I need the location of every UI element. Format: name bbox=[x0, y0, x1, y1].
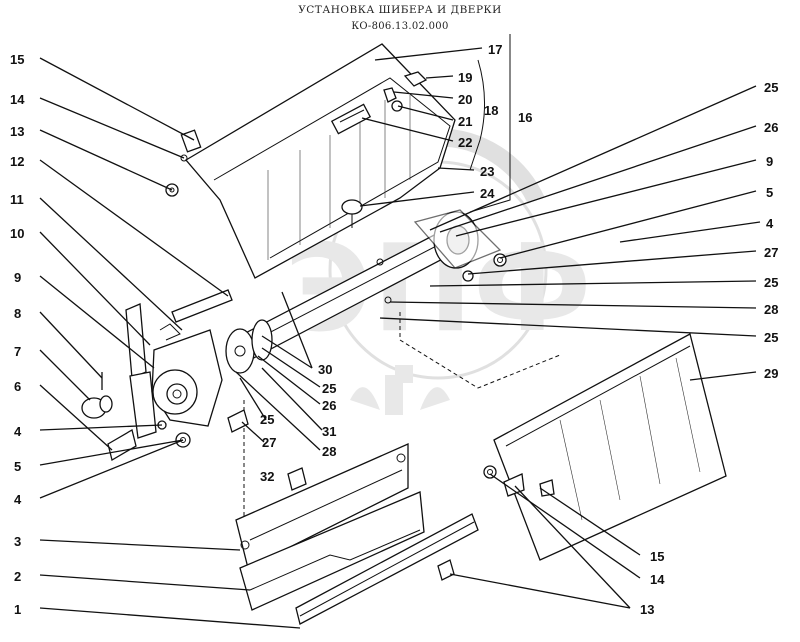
callout-23: 23 bbox=[480, 164, 494, 179]
callout-labels: 15 14 13 12 11 10 9 8 7 6 4 5 4 3 2 1 25… bbox=[10, 42, 778, 617]
callout-17: 17 bbox=[488, 42, 502, 57]
callout-13-left: 13 bbox=[10, 124, 24, 139]
callout-3: 3 bbox=[14, 534, 21, 549]
callout-5-left: 5 bbox=[14, 459, 21, 474]
callout-13-bottom: 13 bbox=[640, 602, 654, 617]
callout-20: 20 bbox=[458, 92, 472, 107]
callout-22: 22 bbox=[458, 135, 472, 150]
callout-28-right: 28 bbox=[764, 302, 778, 317]
callout-5-right: 5 bbox=[766, 185, 773, 200]
callout-29: 29 bbox=[764, 366, 778, 381]
shield-plates bbox=[235, 443, 479, 625]
callout-11: 11 bbox=[10, 192, 24, 207]
callout-6: 6 bbox=[14, 379, 21, 394]
callout-19: 19 bbox=[458, 70, 472, 85]
callout-21: 21 bbox=[458, 114, 472, 129]
leader-lines bbox=[39, 34, 761, 629]
callout-4-left-a: 4 bbox=[14, 424, 22, 439]
callout-25-right-b: 25 bbox=[764, 275, 778, 290]
callout-27-right: 27 bbox=[764, 245, 778, 260]
callout-18: 18 bbox=[484, 103, 498, 118]
callout-27-mid: 27 bbox=[262, 435, 276, 450]
callout-15-left: 15 bbox=[10, 52, 24, 67]
callout-25-mid-b: 25 bbox=[260, 412, 274, 427]
callout-28-mid: 28 bbox=[322, 444, 336, 459]
callout-32: 32 bbox=[260, 469, 274, 484]
callout-25-mid-a: 25 bbox=[322, 381, 336, 396]
callout-31: 31 bbox=[322, 424, 336, 439]
callout-26-right: 26 bbox=[764, 120, 778, 135]
drawing-title: УСТАНОВКА ШИБЕРА И ДВЕРКИ bbox=[298, 4, 502, 16]
callout-2: 2 bbox=[14, 569, 21, 584]
callout-9-right: 9 bbox=[766, 154, 773, 169]
damper-shaft bbox=[225, 209, 561, 520]
callout-4-right: 4 bbox=[766, 216, 774, 231]
callout-24: 24 bbox=[480, 186, 495, 201]
callout-25-right-c: 25 bbox=[764, 330, 778, 345]
callout-1: 1 bbox=[14, 602, 21, 617]
callout-14-bottom: 14 bbox=[650, 572, 665, 587]
callout-16: 16 bbox=[518, 110, 532, 125]
callout-8: 8 bbox=[14, 306, 21, 321]
callout-26-mid: 26 bbox=[322, 398, 336, 413]
control-lever bbox=[81, 289, 249, 461]
door-panel bbox=[165, 43, 456, 279]
callout-15-bottom: 15 bbox=[650, 549, 664, 564]
callout-9-left: 9 bbox=[14, 270, 21, 285]
callout-30: 30 bbox=[318, 362, 332, 377]
callout-4-left-b: 4 bbox=[14, 492, 22, 507]
callout-14-left: 14 bbox=[10, 92, 25, 107]
callout-10: 10 bbox=[10, 226, 24, 241]
callout-7: 7 bbox=[14, 344, 21, 359]
callout-25-right-a: 25 bbox=[764, 80, 778, 95]
callout-12: 12 bbox=[10, 154, 24, 169]
cover-plate bbox=[483, 333, 727, 561]
drawing-code: КО-806.13.02.000 bbox=[351, 21, 449, 32]
